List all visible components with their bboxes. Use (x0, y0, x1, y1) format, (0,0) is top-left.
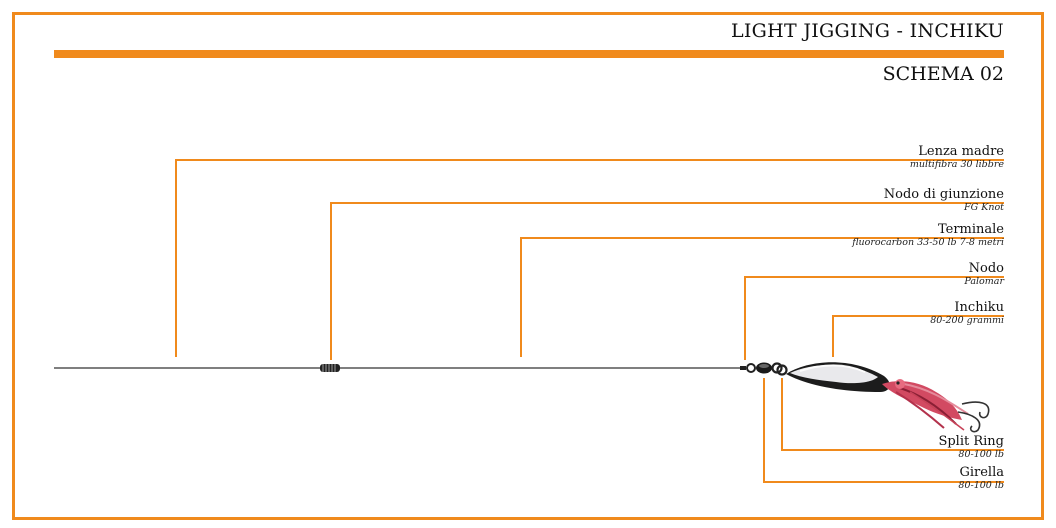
callout-terminale: Terminale fluorocarbon 33-50 lb 7-8 metr… (852, 222, 1004, 249)
split-ring-icon (771, 362, 788, 376)
leader-split-ring (781, 378, 1004, 451)
palomar-knot-icon (740, 363, 756, 373)
callout-name: Nodo (968, 261, 1004, 276)
swivel-icon (756, 362, 772, 374)
callout-nodo-giunzione: Nodo di giunzione FG Knot (884, 187, 1004, 214)
leader-terminale (520, 237, 1004, 357)
callout-name: Lenza madre (918, 144, 1004, 159)
callout-split-ring: Split Ring 80-100 lb (938, 434, 1004, 461)
diagram-title: LIGHT JIGGING - INCHIKU (730, 20, 1004, 42)
callout-spec: 80-100 lb (958, 449, 1004, 460)
leader-girella (763, 378, 1004, 483)
callout-spec: Palomar (964, 276, 1004, 287)
diagram-frame (12, 12, 1044, 520)
callout-inchiku: Inchiku 80-200 grammi (930, 300, 1004, 327)
callout-name: Split Ring (938, 434, 1004, 449)
callout-spec: fluorocarbon 33-50 lb 7-8 metri (852, 237, 1004, 248)
callout-name: Girella (959, 465, 1004, 480)
callout-spec: FG Knot (964, 202, 1004, 213)
callout-spec: 80-100 lb (958, 480, 1004, 491)
callout-name: Nodo di giunzione (883, 187, 1004, 202)
title-underline (54, 50, 1004, 58)
diagram-subtitle: SCHEMA 02 (882, 63, 1004, 85)
callout-name: Inchiku (954, 300, 1004, 315)
leader-nodo-giunzione (330, 202, 1004, 360)
callout-girella: Girella 80-100 lb (958, 465, 1004, 492)
inchiku-lure-icon (786, 362, 990, 433)
leader-lenza-madre (175, 159, 1004, 357)
leader-nodo (744, 276, 1004, 360)
leader-inchiku (832, 315, 1004, 357)
callout-name: Terminale (937, 222, 1004, 237)
fg-knot-icon (320, 364, 340, 372)
callout-spec: 80-200 grammi (930, 315, 1004, 326)
callout-spec: multifibra 30 libbre (909, 159, 1004, 170)
callout-lenza-madre: Lenza madre multifibra 30 libbre (910, 144, 1004, 171)
callout-nodo: Nodo Palomar (964, 261, 1004, 288)
